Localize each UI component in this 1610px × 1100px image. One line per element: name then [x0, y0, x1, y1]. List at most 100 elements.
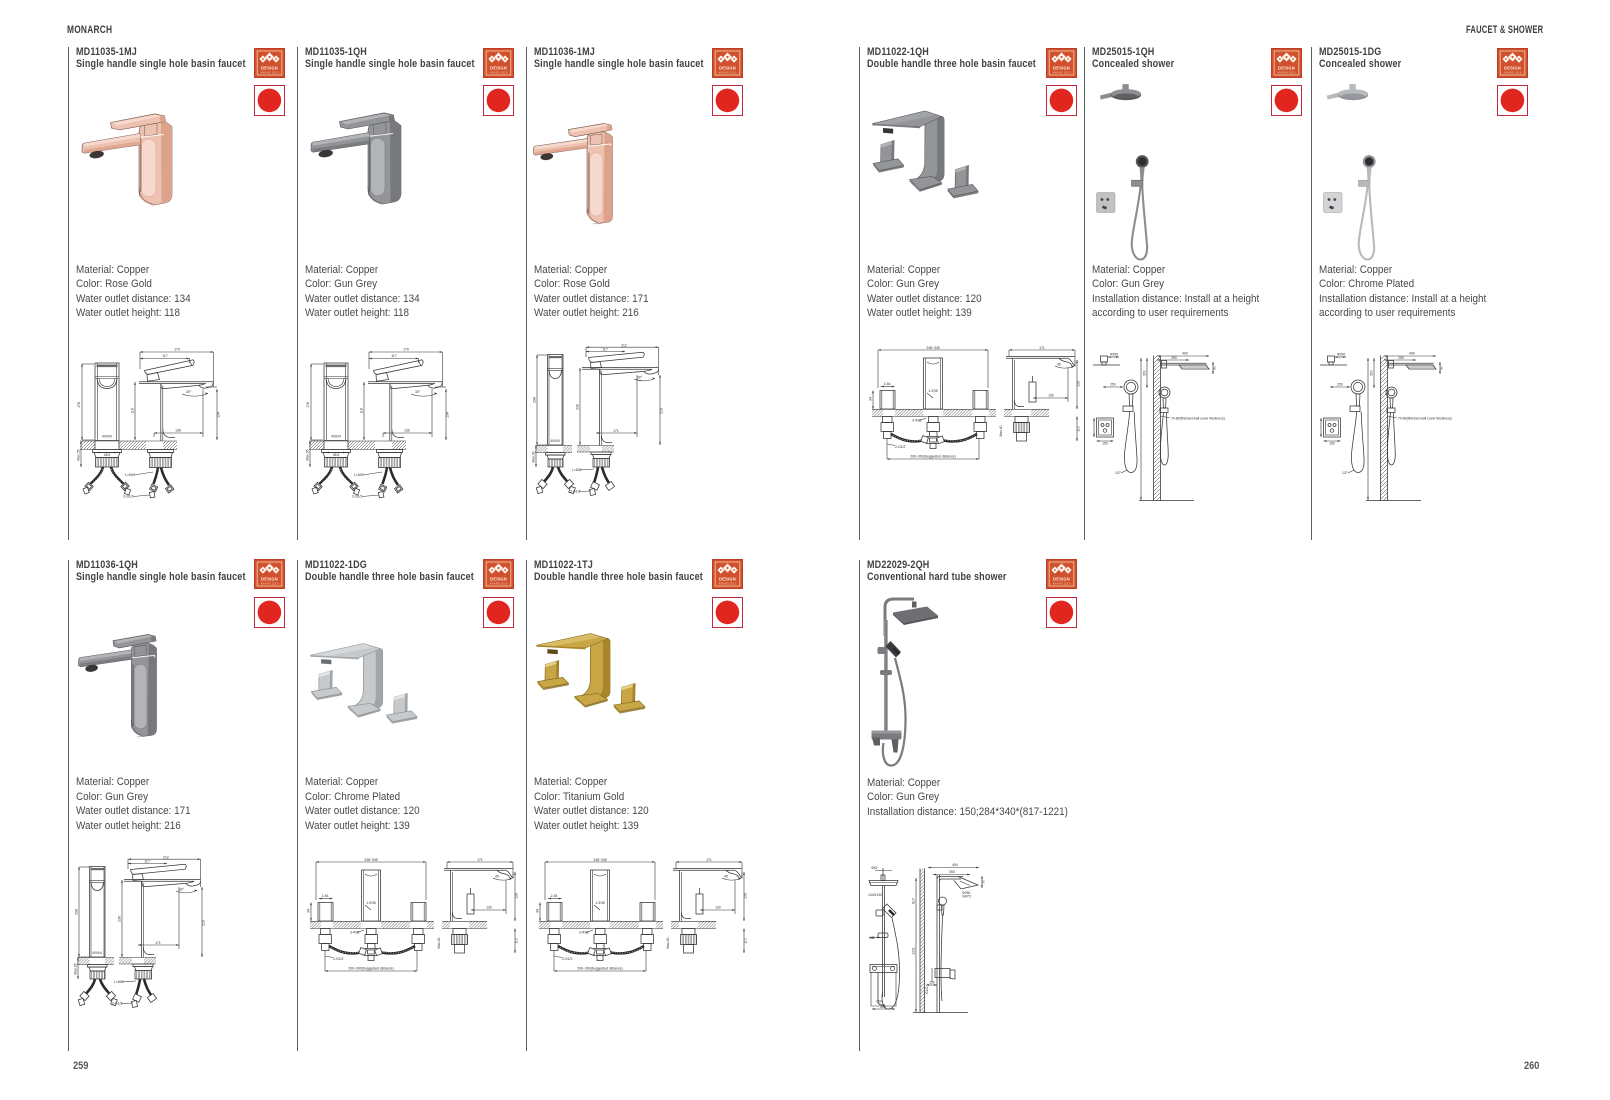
svg-text:110: 110: [743, 938, 747, 944]
svg-text:30°: 30°: [637, 376, 643, 380]
svg-text:2-G1/2: 2-G1/2: [112, 1001, 122, 1005]
svg-text:150: 150: [1102, 442, 1108, 446]
svg-text:60: 60: [1439, 366, 1443, 370]
svg-text:45: 45: [724, 875, 728, 879]
svg-text:298: 298: [532, 397, 536, 403]
svg-text:178: 178: [77, 402, 81, 408]
svg-text:130: 130: [486, 906, 492, 910]
svg-text:400: 400: [1182, 352, 1188, 356]
svg-text:AWARD 2019: AWARD 2019: [1052, 71, 1070, 75]
svg-text:134: 134: [216, 412, 220, 418]
svg-text:110: 110: [1076, 426, 1080, 432]
svg-text:250: 250: [1110, 383, 1116, 387]
svg-text:200~300(Suggested distance): 200~300(Suggested distance): [348, 966, 393, 970]
svg-text:Φ250: Φ250: [962, 891, 970, 895]
svg-text:2-46: 2-46: [551, 894, 558, 898]
svg-text:134: 134: [445, 412, 449, 418]
svg-text:2-46: 2-46: [322, 894, 329, 898]
svg-text:298: 298: [74, 909, 78, 915]
svg-text:400: 400: [1409, 352, 1415, 356]
svg-text:817: 817: [911, 898, 915, 904]
svg-text:171: 171: [155, 940, 161, 944]
svg-text:70-80(finished wall cover thic: 70-80(finished wall cover thickness): [1398, 417, 1452, 421]
svg-text:179: 179: [174, 348, 180, 352]
svg-text:212: 212: [621, 343, 627, 347]
svg-text:45: 45: [1057, 363, 1061, 367]
svg-text:117: 117: [162, 354, 168, 358]
svg-text:Φ250: Φ250: [1337, 353, 1345, 357]
svg-text:236: 236: [575, 404, 579, 410]
svg-text:200~300(Suggested distance): 200~300(Suggested distance): [910, 454, 955, 458]
svg-text:DESIGN: DESIGN: [719, 576, 736, 581]
svg-text:350: 350: [1142, 370, 1146, 376]
svg-text:3-Φ32: 3-Φ32: [912, 419, 922, 423]
svg-text:DESIGN: DESIGN: [490, 576, 507, 581]
svg-text:40X04: 40X04: [92, 951, 102, 955]
svg-text:1-Φ35: 1-Φ35: [366, 901, 376, 905]
svg-text:150: 150: [1329, 442, 1335, 446]
svg-text:212: 212: [163, 855, 169, 859]
svg-text:AWARD 2019: AWARD 2019: [261, 71, 279, 75]
svg-text:1-Φ35: 1-Φ35: [928, 389, 938, 393]
svg-text:3-Φ32: 3-Φ32: [350, 931, 360, 935]
svg-text:2-G1/2: 2-G1/2: [333, 957, 343, 961]
svg-text:70: 70: [982, 880, 986, 884]
svg-text:110: 110: [514, 938, 518, 944]
svg-text:40X04: 40X04: [550, 439, 560, 443]
svg-text:L=600: L=600: [354, 473, 364, 477]
svg-text:248~345: 248~345: [926, 346, 939, 350]
svg-text:118: 118: [359, 408, 363, 414]
svg-text:178: 178: [306, 402, 310, 408]
svg-text:2-G1/2: 2-G1/2: [123, 495, 133, 499]
svg-text:L=600: L=600: [114, 980, 124, 984]
svg-text:34: 34: [306, 909, 310, 913]
svg-text:G1/2: G1/2: [925, 986, 929, 993]
svg-text:248~345: 248~345: [593, 858, 606, 862]
svg-text:2-46: 2-46: [884, 382, 891, 386]
svg-text:250: 250: [1337, 383, 1343, 387]
svg-text:117: 117: [391, 354, 397, 358]
svg-text:Max.35: Max.35: [76, 449, 80, 460]
svg-text:Max.40: Max.40: [666, 937, 670, 948]
svg-text:117: 117: [602, 347, 608, 351]
svg-text:AWARD 2019: AWARD 2019: [490, 581, 508, 585]
svg-text:150: 150: [929, 980, 935, 984]
svg-text:AWARD 2019: AWARD 2019: [490, 71, 508, 75]
svg-text:Max.40: Max.40: [437, 937, 441, 948]
svg-text:139: 139: [1076, 381, 1080, 387]
svg-text:136: 136: [175, 429, 181, 433]
svg-text:60: 60: [1213, 366, 1217, 370]
svg-text:Φ62: Φ62: [871, 866, 878, 870]
svg-text:L=600: L=600: [125, 473, 135, 477]
svg-text:30°: 30°: [179, 887, 185, 891]
svg-text:DESIGN: DESIGN: [1504, 65, 1521, 70]
svg-text:3-Φ32: 3-Φ32: [579, 931, 589, 935]
svg-text:236: 236: [117, 916, 121, 922]
svg-text:2-G1/2: 2-G1/2: [570, 490, 580, 494]
svg-text:DESIGN: DESIGN: [1053, 65, 1070, 70]
svg-text:171: 171: [613, 429, 619, 433]
svg-text:1/2": 1/2": [1342, 471, 1349, 475]
svg-text:AWARD 2019: AWARD 2019: [1504, 71, 1522, 75]
svg-text:250: 250: [1398, 356, 1404, 360]
svg-text:DESIGN: DESIGN: [1278, 65, 1295, 70]
svg-text:248~345: 248~345: [364, 858, 377, 862]
svg-text:DESIGN: DESIGN: [1053, 576, 1070, 581]
svg-text:Max.35: Max.35: [531, 451, 535, 462]
svg-text:45: 45: [495, 875, 499, 879]
svg-text:1/2": 1/2": [1115, 471, 1122, 475]
svg-text:2-G1/2: 2-G1/2: [562, 957, 572, 961]
svg-text:171: 171: [1039, 346, 1045, 350]
svg-text:350: 350: [1369, 370, 1373, 376]
svg-text:150: 150: [876, 999, 882, 1003]
svg-text:139: 139: [743, 893, 747, 899]
svg-text:171: 171: [706, 858, 712, 862]
svg-text:171: 171: [477, 858, 483, 862]
svg-text:AWARD 2019: AWARD 2019: [719, 581, 737, 585]
svg-text:DESIGN: DESIGN: [261, 65, 278, 70]
svg-text:1221: 1221: [911, 947, 915, 955]
svg-text:Max.35: Max.35: [73, 963, 77, 974]
svg-text:250: 250: [1171, 356, 1177, 360]
svg-text:34: 34: [868, 397, 872, 401]
svg-text:DESIGN: DESIGN: [719, 65, 736, 70]
